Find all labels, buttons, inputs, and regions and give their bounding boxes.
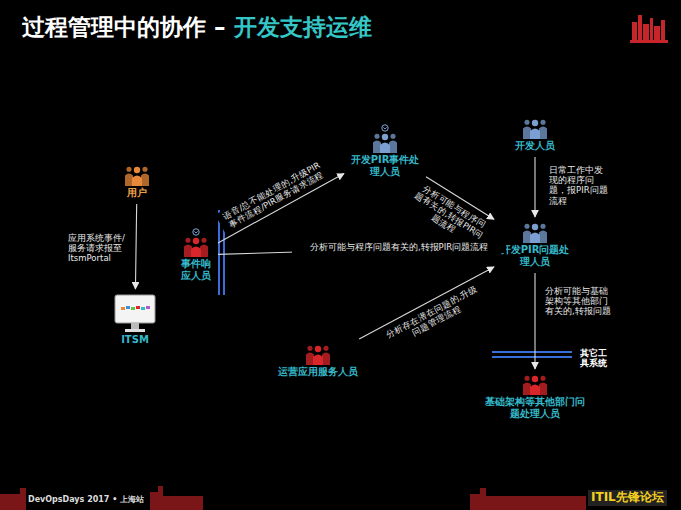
node-label: 开发PIR问题处理人员 — [499, 244, 571, 268]
people-icon — [123, 165, 151, 187]
node-label: 开发人员 — [510, 140, 560, 152]
monitor-icon — [114, 294, 156, 334]
people-icon — [521, 222, 549, 244]
logo — [630, 15, 668, 43]
slide-title: 过程管理中的协作 – 开发支持运维 — [22, 12, 372, 43]
actor-node: 开发人员 — [508, 116, 562, 154]
edge-label: 日常工作中发现的程序问题，报PIR问题流程 — [547, 164, 611, 207]
edge-label: 分析可能与基础架构等其他部门有关的,转报问题 — [543, 285, 617, 318]
actor-node: 事件响应人员 — [177, 226, 215, 284]
edge-label: 分析存在潜在问题的,升级问题管理流程 — [380, 281, 488, 353]
footer-skyline — [0, 486, 586, 510]
actor-node: 基础架构等其他部门问题处理人员 — [483, 372, 587, 422]
edge-label: 分析可能与程序问题有关的,转报PIR问题流程 — [292, 241, 506, 253]
edge-label: 语音/总不能处理的,升级PIR事件流程/PIR服务请求流程 — [215, 156, 333, 234]
actor-node: 开发PIR问题处理人员 — [497, 220, 573, 270]
actor-node: 开发PIR事件处理人员 — [347, 122, 423, 180]
flow-arrow — [534, 273, 535, 369]
people-icon — [521, 374, 549, 396]
actor-node: 用户 — [115, 163, 159, 201]
actor-node: 运营应用服务人员 — [271, 342, 365, 380]
node-label: 用户 — [117, 187, 157, 199]
people-icon — [304, 344, 332, 366]
note-label: ITIL先锋论坛 — [588, 490, 667, 506]
note-label: DevOpsDays 2017 • 上海站 — [28, 495, 144, 504]
node-label: 运营应用服务人员 — [273, 366, 363, 378]
double-bar — [219, 210, 572, 357]
node-label: ITSM — [105, 334, 165, 346]
people-icon — [371, 124, 399, 154]
people-icon — [521, 118, 549, 140]
node-label: 事件响应人员 — [179, 258, 213, 282]
node-label: 开发PIR事件处理人员 — [349, 154, 421, 178]
edge-label: 应用系统事件/服务请求报至ItsmPortal — [66, 232, 130, 265]
flow-arrow — [534, 157, 535, 217]
node-label: 基础架构等其他部门问题处理人员 — [485, 396, 585, 420]
people-icon — [182, 228, 210, 258]
note-label: 其它工具系统 — [580, 348, 614, 369]
flow-arrow — [135, 204, 136, 289]
actor-node: ITSM — [103, 292, 167, 348]
